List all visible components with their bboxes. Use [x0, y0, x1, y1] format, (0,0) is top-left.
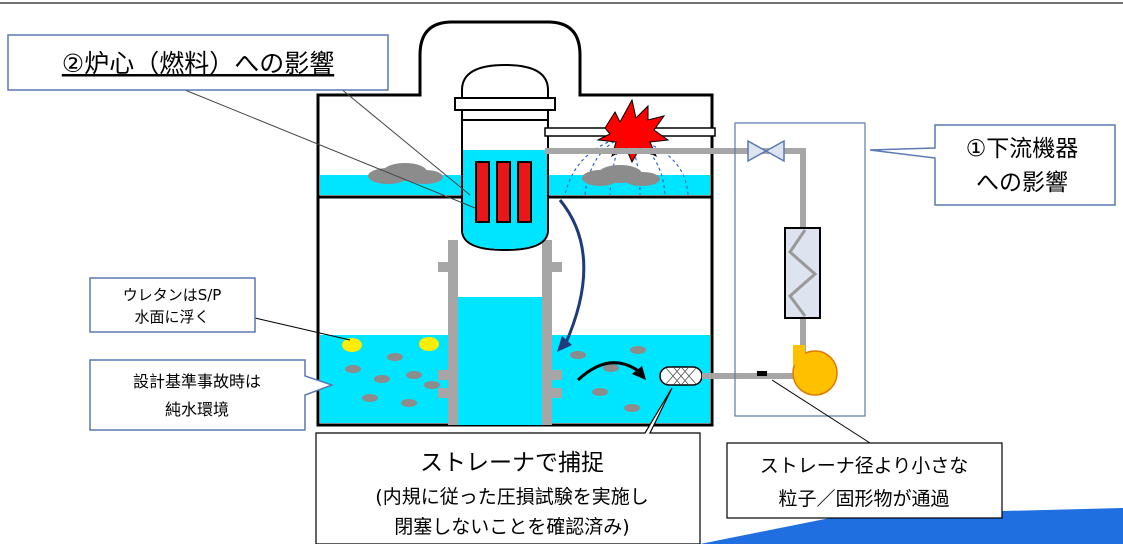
- orifice-marker: [757, 371, 767, 376]
- explosion-burst: [596, 98, 670, 164]
- strainer: [659, 366, 703, 386]
- downstream-label-line1: ①下流機器: [966, 136, 1079, 162]
- pedestal-water: [455, 297, 547, 425]
- eccs-piping: [545, 148, 806, 379]
- containment-vessel: [316, 20, 714, 427]
- particles-label-line1: ストレーナ径より小さな: [760, 455, 969, 477]
- urethane-floats: [342, 337, 439, 352]
- downstream-label-line2: への影響: [976, 170, 1068, 196]
- strainer-callout: ストレーナで捕捉 (内規に従った圧損試験を実施し 閉塞しないことを確認済み): [315, 387, 701, 544]
- urethane-label-line2: 水面に浮く: [134, 308, 209, 326]
- strainer-label-line1: ストレーナで捕捉: [420, 450, 604, 476]
- dba-callout: 設計基準事故時は 純水環境: [89, 359, 335, 431]
- strainer-label-line3: 閉塞しないことを確認済み): [394, 516, 629, 538]
- urethane-callout: ウレタンはS/P 水面に浮く: [89, 277, 351, 341]
- pedestal-walls: [438, 240, 562, 425]
- urethane-label-line1: ウレタンはS/P: [123, 286, 222, 304]
- fuel-rods: [475, 161, 532, 223]
- pump: [792, 345, 838, 396]
- flow-arrows: [557, 199, 646, 382]
- heat-exchanger: [784, 227, 821, 319]
- particles-label-line2: 粒子／固形物が通過: [778, 488, 949, 510]
- particles-callout: ストレーナ径より小さな 粒子／固形物が通過: [726, 379, 1003, 519]
- core-effect-callout: ②炉心（燃料）への影響: [7, 34, 476, 209]
- dba-label-line1: 設計基準事故時は: [133, 372, 261, 391]
- accent-bar: [700, 508, 1123, 544]
- upper-debris: [368, 163, 660, 186]
- valve: [747, 139, 785, 163]
- dba-label-line2: 純水環境: [165, 400, 229, 419]
- pool-debris: [345, 346, 646, 412]
- downstream-callout: ①下流機器 への影響: [869, 124, 1116, 206]
- downstream-system-box: [734, 122, 866, 417]
- strainer-label-line2: (内規に従った圧損試験を実施し: [375, 486, 648, 508]
- core-effect-label: ②炉心（燃料）への影響: [62, 49, 334, 78]
